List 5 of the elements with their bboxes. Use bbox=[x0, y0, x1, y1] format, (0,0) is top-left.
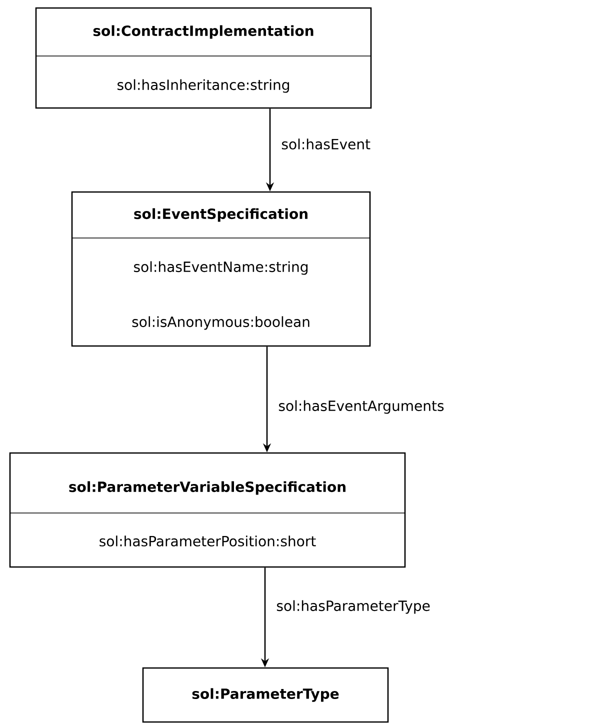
edge-label: sol:hasEvent bbox=[280, 138, 372, 150]
class-box: sol:EventSpecification sol:hasEventName:string sol:isAnonymous:boolean bbox=[71, 191, 371, 347]
class-box: sol:ParameterType bbox=[142, 667, 389, 723]
edge-label: sol:hasParameterType bbox=[275, 599, 432, 615]
edge-label: sol:hasEventArguments bbox=[277, 399, 446, 415]
